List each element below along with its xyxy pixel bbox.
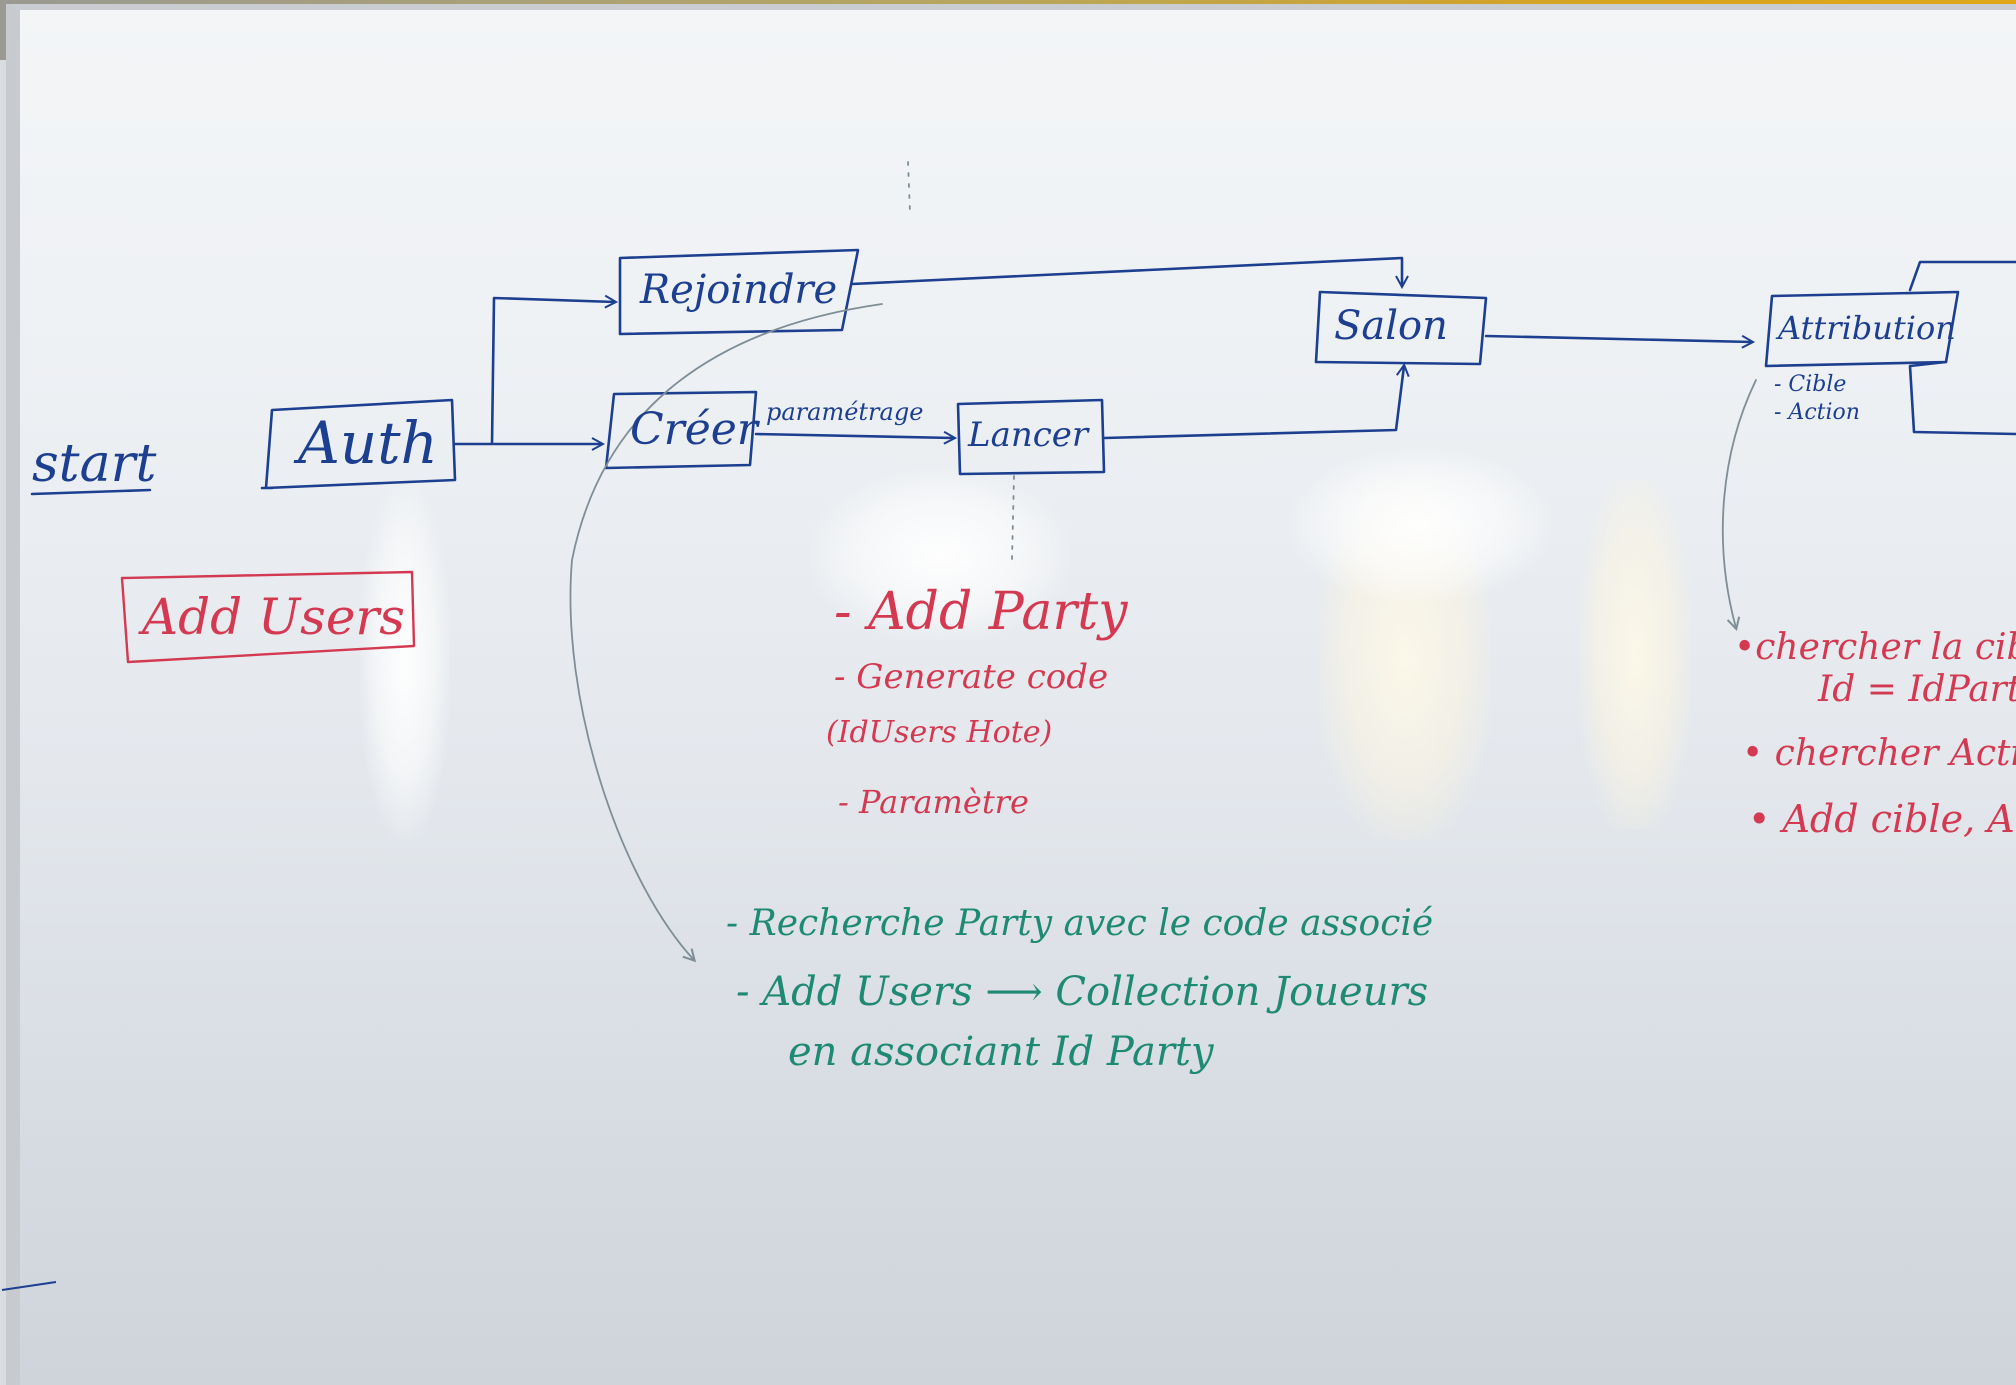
salon-to-attribution-arrow [1484,334,1752,342]
rejoindre-label: Rejoindre [640,267,838,313]
lancer-note: - Add Party [834,582,1128,642]
attribution-step: • Add cible, Acti [1748,797,2016,841]
top-dotted-mark [907,161,911,213]
add-users-box [120,570,416,664]
lancer-label: Lancer [968,415,1089,455]
window-reflection [1580,480,1690,830]
whiteboard [6,4,2016,1385]
start-underline [30,488,152,496]
attribution-curve-link [1721,379,1757,628]
rejoindre-note: - Recherche Party avec le code associé [726,903,1434,944]
attribution-step: • chercher Action [1742,733,2016,774]
attribution-step: Id = IdPart [1818,669,2016,710]
creer-to-lancer-arrow [754,434,954,438]
attribution-note: - Action [1774,400,1860,425]
add-users-note: Add Users [142,588,405,646]
creer-box [604,390,758,470]
creer-label: Créer [630,404,758,455]
salon-label: Salon [1334,303,1448,349]
auth-box [260,398,457,490]
lancer-note: - Paramètre [838,783,1029,821]
auth-to-rejoindre-arrow [453,298,615,446]
lancer-dotted-link [1011,475,1015,561]
edge-mark [1,1281,57,1291]
attribution-note: - Cible [1774,372,1847,397]
rejoindre-note: en associant Id Party [788,1029,1214,1075]
lancer-to-salon-arrow [1102,366,1404,440]
auth-label: Auth [298,409,438,477]
lancer-note: - Generate code [834,657,1109,697]
salon-box [1314,290,1488,366]
attribution-bracket [1908,260,2016,436]
window-reflection [1290,450,1550,600]
rejoindre-to-salon-arrow [850,256,1402,286]
parametrage-label: paramétrage [766,398,924,426]
lancer-box [956,398,1106,476]
window-reflection [360,480,450,840]
rejoindre-box [618,248,860,336]
rejoindre-curve-link [569,303,883,960]
attribution-step: •chercher la cible [1734,627,2016,668]
lancer-note: (IdUsers Hote) [826,715,1053,750]
attribution-label: Attribution [1778,309,1956,347]
start-label: start [32,434,157,494]
rejoindre-note: - Add Users ⟶ Collection Joueurs [736,969,1429,1015]
window-reflection [810,470,1070,640]
